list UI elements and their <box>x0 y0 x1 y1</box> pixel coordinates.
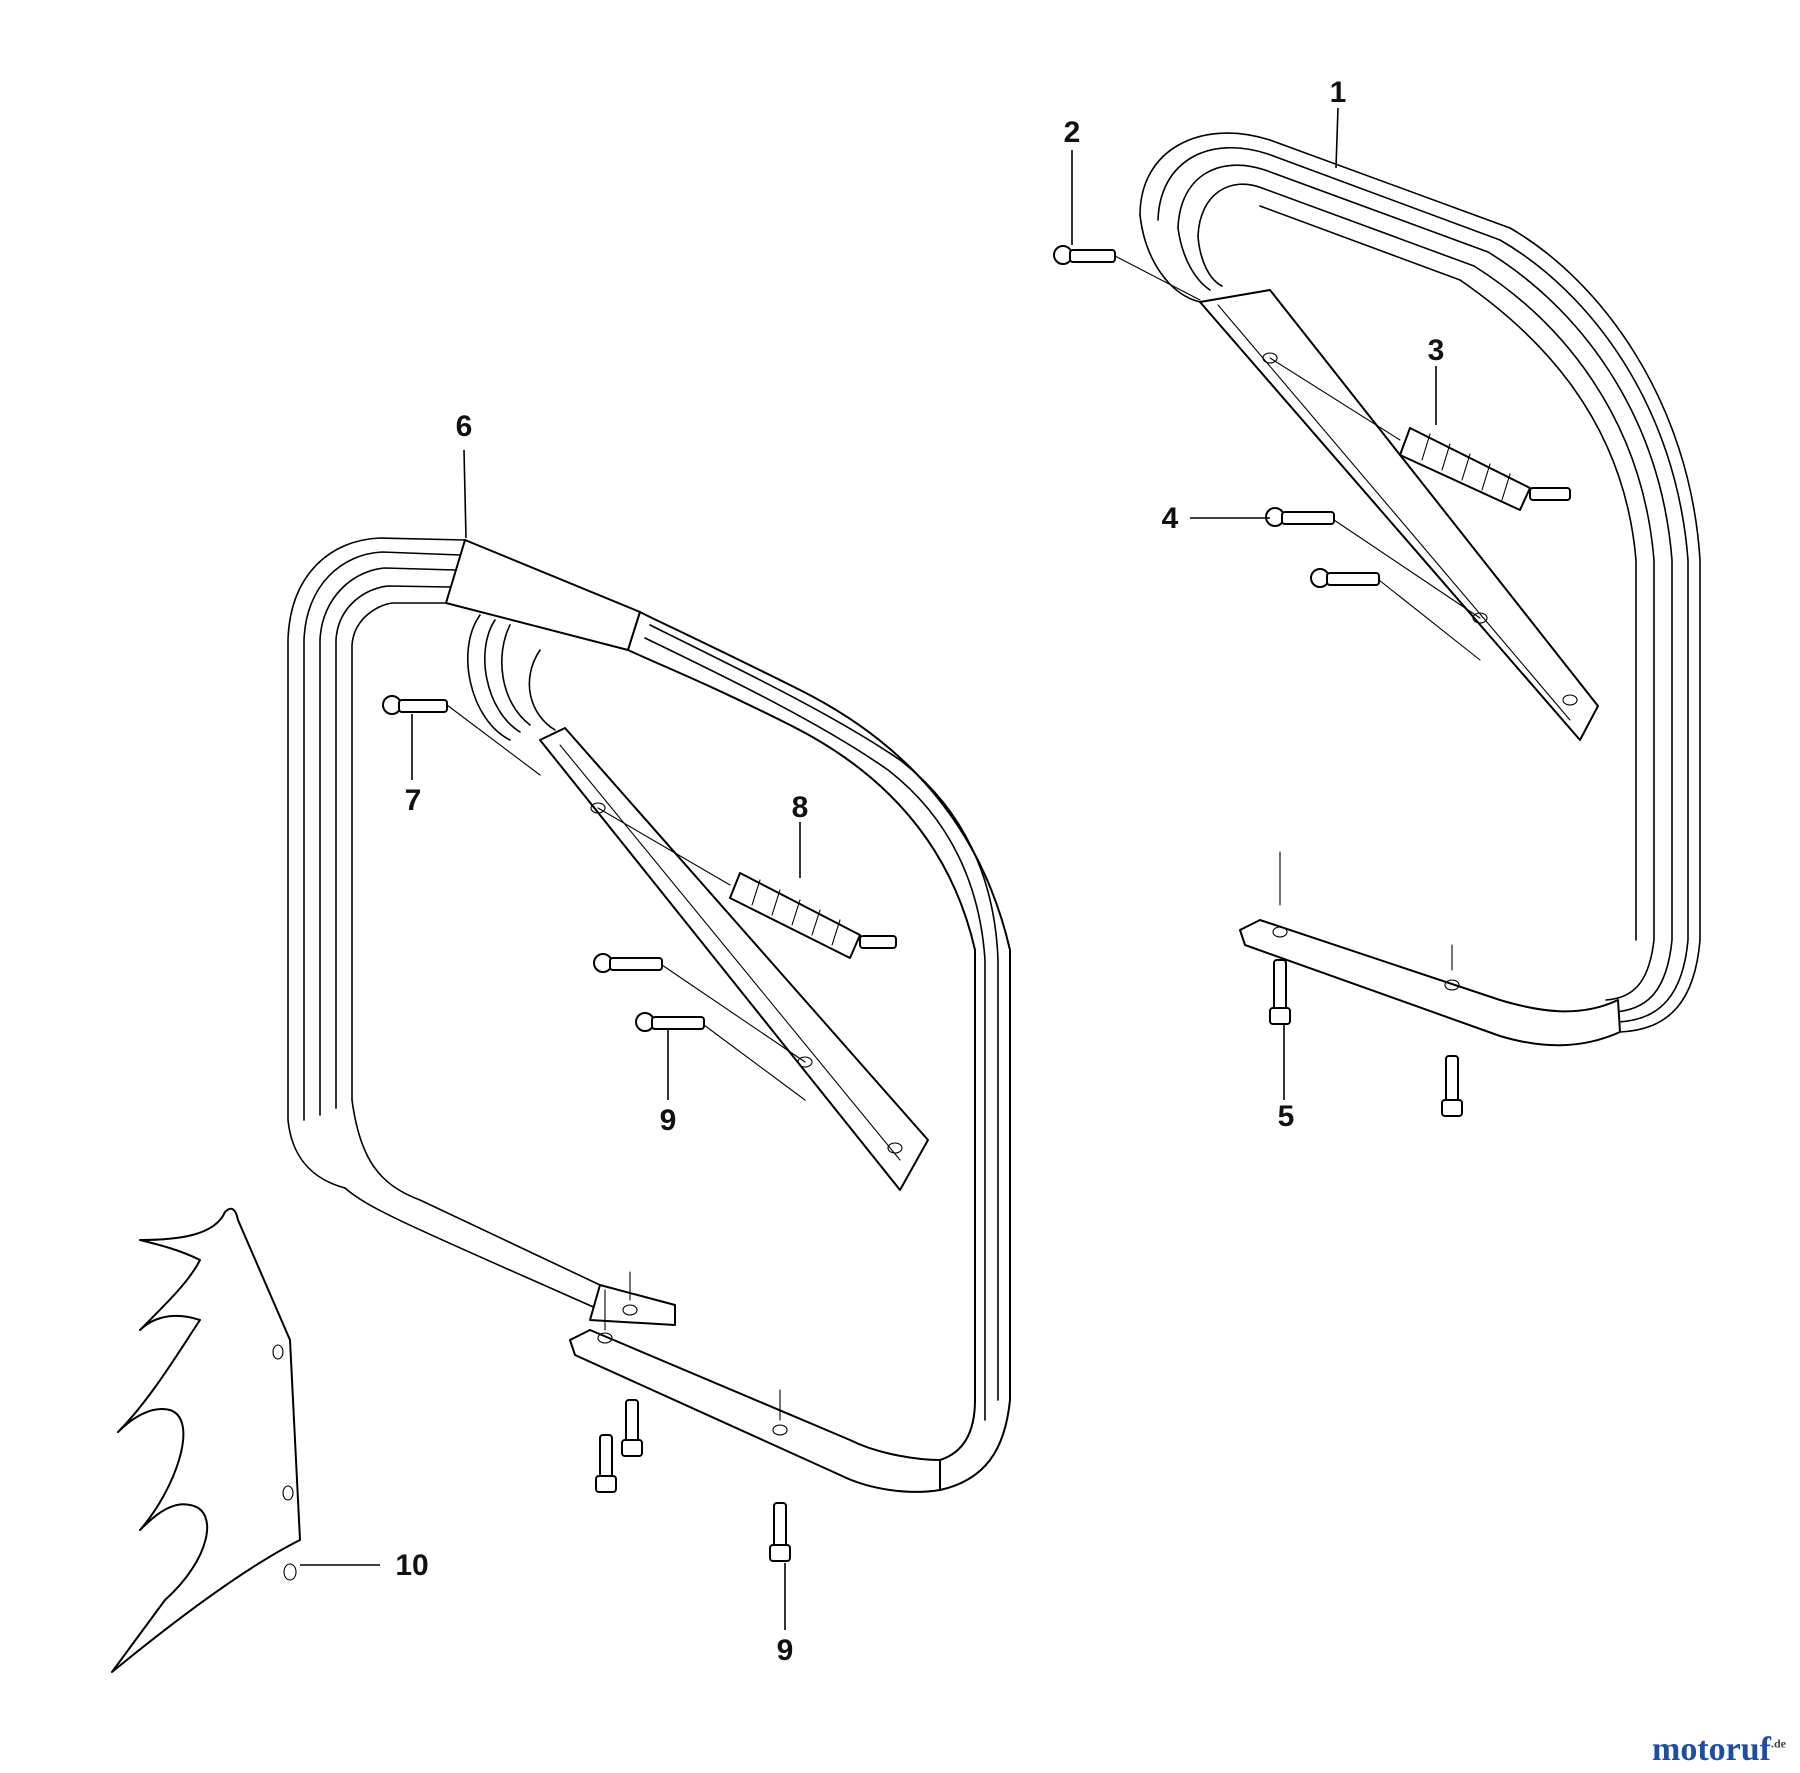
callout-4: 4 <box>1162 502 1179 535</box>
callout-3: 3 <box>1428 334 1445 367</box>
handle-assembly-left <box>287 537 1011 1562</box>
screw-part-2 <box>1053 245 1201 301</box>
watermark-text: motoruf <box>1652 1731 1771 1768</box>
screw-part-5 <box>1269 959 1463 1117</box>
leader-lines <box>300 107 1437 1630</box>
screw-part-9-upper <box>593 953 806 1101</box>
screw-part-7 <box>382 695 541 776</box>
callout-8: 8 <box>792 791 809 824</box>
screw-part-9-lower <box>595 1399 791 1562</box>
callout-5: 5 <box>1278 1100 1295 1133</box>
damper-part-8 <box>597 807 897 959</box>
screw-part-4 <box>1265 507 1481 661</box>
callout-7: 7 <box>405 784 422 817</box>
callout-1: 1 <box>1330 76 1347 109</box>
callout-9-upper: 9 <box>660 1104 677 1137</box>
callout-10: 10 <box>395 1549 428 1582</box>
watermark-suffix: .de <box>1771 1736 1786 1751</box>
watermark-logo: motoruf.de <box>1652 1731 1786 1769</box>
callout-2: 2 <box>1064 116 1081 149</box>
handle-assembly-right <box>1053 132 1701 1117</box>
guard-plate-part-10 <box>111 1207 301 1673</box>
callout-9-lower: 9 <box>777 1634 794 1667</box>
callout-6: 6 <box>456 410 473 443</box>
damper-part-3 <box>1269 357 1571 511</box>
